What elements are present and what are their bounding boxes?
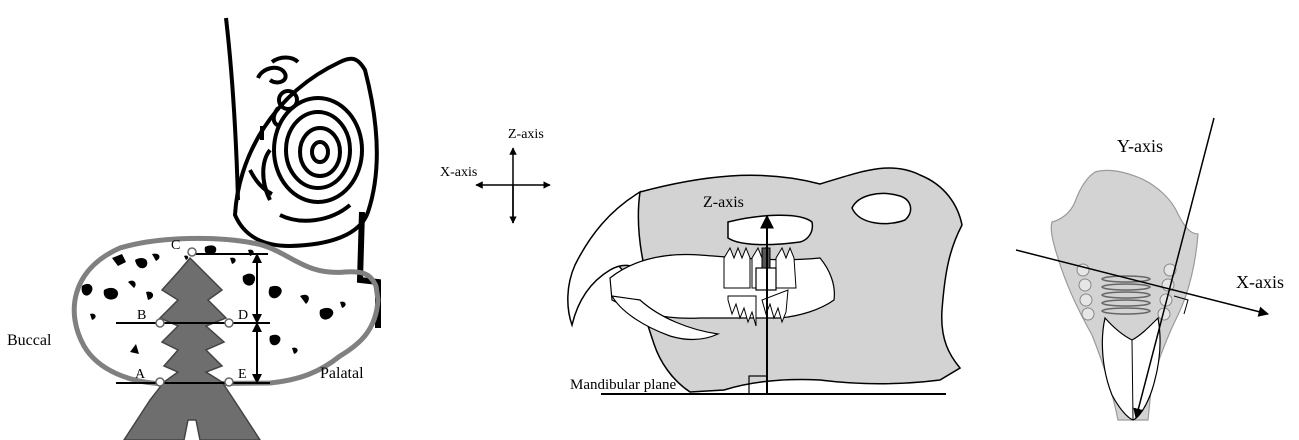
panel-c-occlusal-view: Y-axis X-axis	[1016, 118, 1284, 420]
point-c-marker	[188, 248, 196, 256]
label-palatal: Palatal	[320, 365, 364, 382]
legend-x-axis-label: X-axis	[440, 165, 477, 180]
point-d-marker	[225, 319, 233, 327]
point-b-marker	[156, 319, 164, 327]
panel-b-skull-lateral: Z-axis Mandibular plane	[568, 168, 962, 394]
skull-z-axis-label: Z-axis	[703, 194, 744, 211]
point-e-marker	[225, 378, 233, 386]
label-c: C	[171, 238, 180, 253]
point-a-marker	[156, 378, 164, 386]
panel-a-sinus-implant-section: C B D A E Buccal Palatal	[7, 18, 378, 440]
zygomatic-patch	[728, 215, 812, 244]
y-axis-label: Y-axis	[1117, 136, 1163, 156]
label-e: E	[238, 367, 247, 382]
label-a: A	[135, 367, 146, 382]
label-d: D	[238, 308, 248, 323]
legend-z-axis-label: Z-axis	[508, 127, 544, 142]
sinus-wall-line	[226, 18, 238, 200]
implant-body	[124, 258, 260, 440]
label-buccal: Buccal	[7, 332, 52, 349]
mandibular-plane-label: Mandibular plane	[570, 377, 677, 393]
spiral-pattern	[263, 98, 362, 221]
label-b: B	[137, 308, 146, 323]
x-axis-label: X-axis	[1236, 272, 1284, 292]
axis-legend: Z-axis X-axis	[440, 127, 550, 223]
nasal-turbinate	[235, 59, 377, 246]
